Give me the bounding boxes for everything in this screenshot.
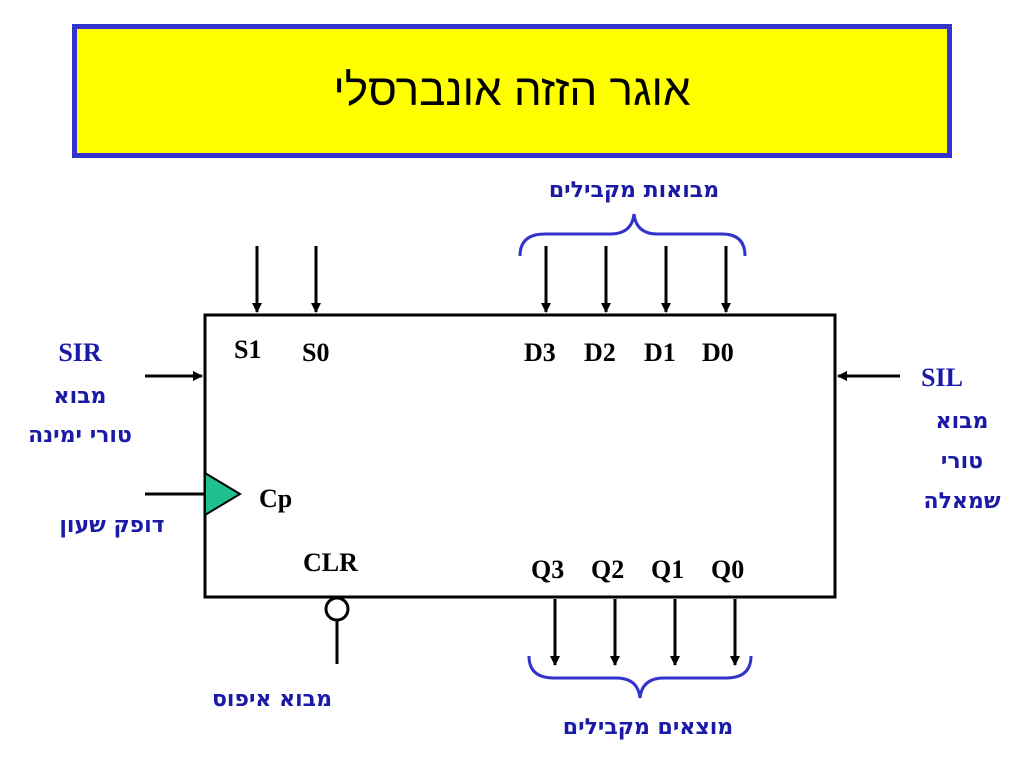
clock-triangle-icon bbox=[204, 471, 242, 517]
pin-label-q0: Q0 bbox=[711, 555, 744, 584]
parallel-outputs-brace bbox=[527, 655, 753, 699]
pin-label-q3: Q3 bbox=[531, 555, 564, 584]
pin-label-s0: S0 bbox=[302, 338, 329, 367]
reset-caption: מבוא איפוס bbox=[212, 687, 332, 712]
pin-label-d2: D2 bbox=[584, 338, 616, 367]
pin-label-s1: S1 bbox=[234, 335, 261, 364]
pin-label-cp: Cp bbox=[259, 484, 292, 513]
pin-label-q1: Q1 bbox=[651, 555, 684, 584]
clr-inversion-bubble bbox=[324, 596, 350, 622]
sil-caption-line3: שמאלה bbox=[923, 489, 1000, 514]
pin-label-q2: Q2 bbox=[591, 555, 624, 584]
clock-caption: דופק שעון bbox=[59, 513, 164, 538]
pin-label-d3: D3 bbox=[524, 338, 556, 367]
parallel-inputs-brace bbox=[518, 213, 747, 257]
parallel-outputs-label: מוצאים מקבילים bbox=[563, 715, 733, 740]
sil-caption-line2: טורי bbox=[941, 449, 983, 474]
slide-title: אוגר הזזה אונברסלי bbox=[333, 66, 691, 115]
register-block bbox=[203, 313, 837, 599]
sil-label: SIL bbox=[921, 363, 963, 392]
pin-label-d0: D0 bbox=[702, 338, 734, 367]
parallel-inputs-label: מבואות מקבילים bbox=[549, 178, 719, 203]
sir-label: SIR bbox=[58, 338, 102, 367]
pin-label-d1: D1 bbox=[644, 338, 676, 367]
sir-caption-line2: טורי ימינה bbox=[28, 423, 132, 448]
sil-caption-line1: מבוא bbox=[936, 409, 989, 434]
title-banner: אוגר הזזה אונברסלי bbox=[72, 24, 952, 158]
sir-caption-line1: מבוא bbox=[54, 384, 107, 409]
pin-label-clr: CLR bbox=[303, 548, 358, 577]
